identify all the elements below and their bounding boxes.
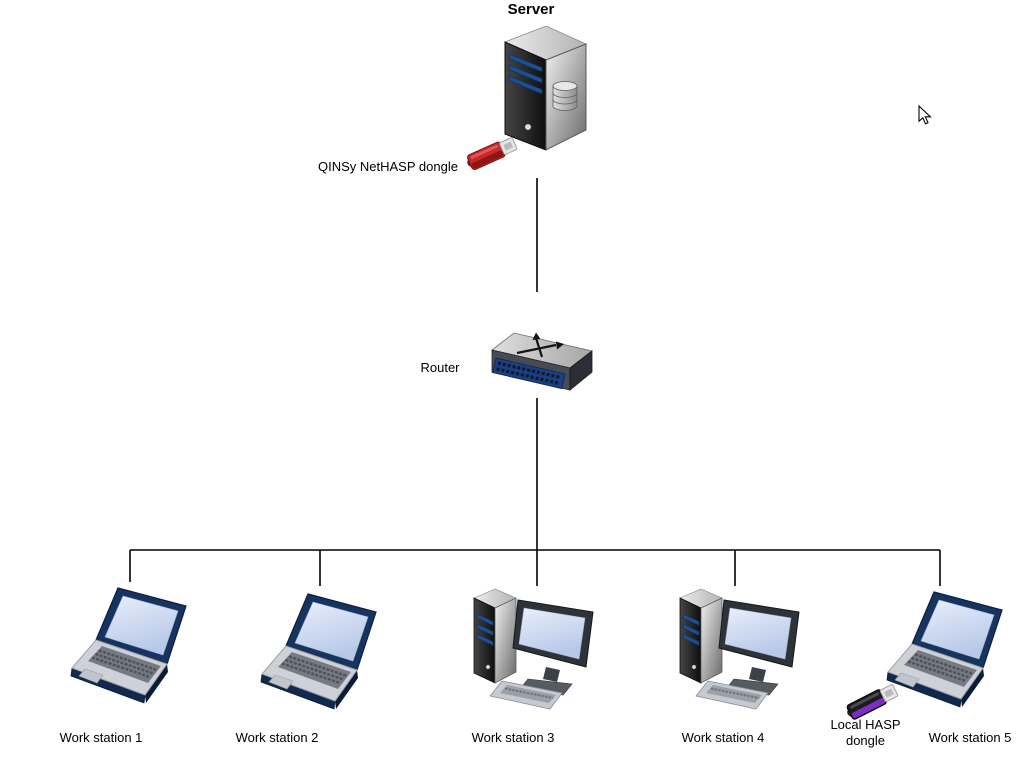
workstation-4-label: Work station 4 — [681, 730, 765, 745]
workstation-1-laptop-icon — [69, 586, 188, 705]
workstation-3-desktop-icon — [473, 588, 594, 710]
net-hasp-dongle-icon — [467, 137, 518, 171]
server-label: Server — [507, 1, 555, 18]
connector-lines — [129, 178, 941, 586]
local-hasp-dongle-label: Local HASP dongle — [818, 717, 913, 750]
workstation-4-desktop-icon — [679, 588, 800, 710]
database-icon — [552, 81, 578, 111]
workstation-1-label: Work station 1 — [59, 730, 143, 745]
router-label: Router — [420, 360, 460, 375]
server-tower-icon — [503, 25, 588, 151]
mouse-cursor-icon — [918, 104, 932, 125]
workstation-2-laptop-icon — [259, 592, 378, 711]
local-hasp-dongle-label-line2: dongle — [845, 733, 886, 749]
network-switch-icon — [491, 332, 593, 391]
workstation-2-label: Work station 2 — [235, 730, 319, 745]
qinsy-nethasp-dongle-label: QINSy NetHASP dongle — [318, 159, 458, 174]
workstation-5-laptop-icon — [885, 590, 1004, 709]
workstation-3-label: Work station 3 — [471, 730, 555, 745]
workstation-5-label: Work station 5 — [928, 730, 1012, 745]
switch-arrows-icon — [516, 332, 564, 358]
local-hasp-dongle-icon — [846, 684, 899, 720]
local-hasp-dongle-label-line1: Local HASP — [830, 717, 901, 732]
